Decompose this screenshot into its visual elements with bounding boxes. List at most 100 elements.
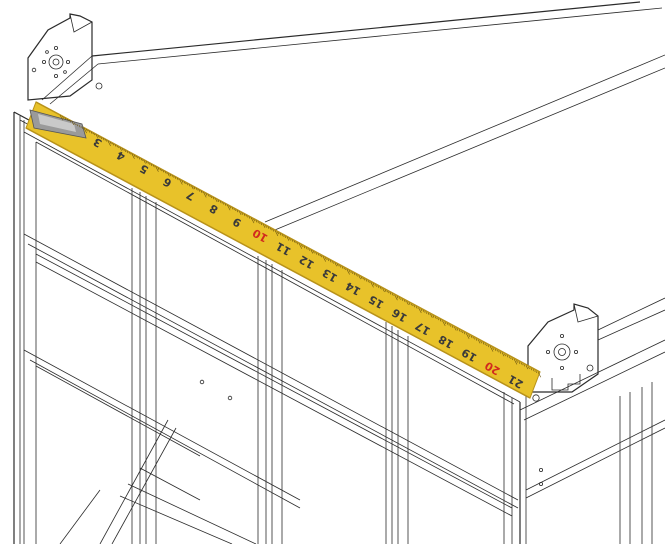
tape-tick [160, 168, 162, 172]
tape-tick [236, 209, 239, 213]
tape-tick [88, 130, 91, 133]
tape-tick [291, 239, 294, 242]
tape-tick [157, 167, 160, 170]
tape-tick [140, 158, 143, 161]
tape-tick [315, 252, 318, 255]
tape-tick [119, 146, 122, 151]
tape-tick [131, 153, 135, 159]
tape-tick [90, 131, 93, 134]
tape-tick [222, 202, 224, 205]
tape-tick [224, 203, 227, 206]
tape-tick [391, 293, 394, 296]
tape-tick [494, 348, 497, 352]
tape-tick [195, 188, 198, 191]
tape-tick [344, 267, 346, 271]
lower-diagonals [59, 419, 257, 544]
tape-tick [93, 132, 95, 136]
tape-tick [162, 170, 165, 173]
tape-tick [212, 197, 215, 200]
tape-tick [396, 296, 399, 299]
tape-tick [411, 303, 413, 307]
tape-tick [535, 370, 538, 373]
tape-tick [121, 148, 124, 151]
tape-tick [184, 181, 186, 185]
tape-tick [379, 287, 382, 290]
tape-tick [145, 161, 148, 164]
tape-tick [298, 243, 303, 249]
tape-tick [537, 371, 542, 378]
tape-tick [112, 143, 114, 146]
tape-tick [238, 211, 242, 216]
tape-ticks [59, 114, 542, 378]
tape-tick [372, 283, 375, 286]
tape-tick [253, 218, 255, 222]
tape-tick [329, 260, 332, 263]
tape-tick [497, 350, 499, 353]
tape-tick [501, 352, 505, 357]
tape-tick [260, 222, 263, 226]
tape-tick [267, 226, 270, 230]
tape-tick [219, 200, 222, 204]
tape-tick [76, 123, 79, 127]
tape-tick [353, 272, 356, 276]
tape-tick [152, 164, 155, 168]
tape-tick [413, 305, 416, 308]
tape-tick [95, 134, 98, 138]
tape-tick [332, 261, 334, 264]
tape-tick [446, 323, 449, 326]
tape-tick [274, 230, 279, 237]
tape-tick [241, 212, 244, 215]
right-bracket [527, 303, 599, 402]
tape-tick [322, 256, 326, 262]
tape-edge [35, 101, 541, 373]
tape-tick [339, 265, 342, 268]
tape-tick [248, 216, 251, 219]
tape-tick [207, 194, 210, 197]
tape-tick [203, 191, 207, 198]
tape-tick [528, 366, 530, 370]
tape-tick [303, 245, 306, 249]
tape-tick [114, 144, 117, 147]
tape-tick [439, 319, 442, 322]
tape-tick [129, 152, 131, 155]
tape-tick [227, 204, 231, 211]
tape-tick [384, 289, 387, 293]
tape-tick [444, 321, 447, 325]
tape-tick [293, 240, 296, 244]
tape-tick [234, 208, 236, 212]
tape-tick [475, 338, 478, 341]
tape-tick [470, 335, 473, 339]
tape-tick [442, 320, 446, 327]
tape-tick [427, 312, 430, 316]
tape-tick [317, 253, 320, 257]
tape-tick [403, 299, 406, 303]
tape-tick [176, 177, 179, 181]
tape-tick [265, 225, 267, 228]
tape-tick [313, 251, 315, 254]
right-side-frame [519, 297, 665, 544]
tape-tick [425, 311, 428, 314]
tape-tick [492, 347, 494, 350]
tape-tick [71, 121, 75, 126]
tape-tick [198, 189, 201, 192]
tape-tick [513, 359, 518, 365]
tape-tick [109, 141, 112, 145]
tape-tick [66, 118, 69, 122]
tape-tick [434, 316, 437, 319]
tape-tick [107, 140, 111, 147]
tape-tick [148, 162, 150, 165]
tape-tick [477, 339, 481, 344]
tape-tick [463, 332, 466, 335]
tape-tick [59, 114, 64, 121]
tape-tick [365, 279, 368, 282]
tape-tick [341, 266, 344, 269]
tape-tick [284, 235, 287, 239]
tape-tick [511, 357, 514, 361]
tape-tick [217, 199, 220, 203]
tape-tick [473, 337, 475, 340]
tape-tick [193, 186, 196, 190]
tape-tick [368, 280, 370, 284]
tape-tick [382, 288, 385, 293]
tape-tick [454, 326, 457, 331]
